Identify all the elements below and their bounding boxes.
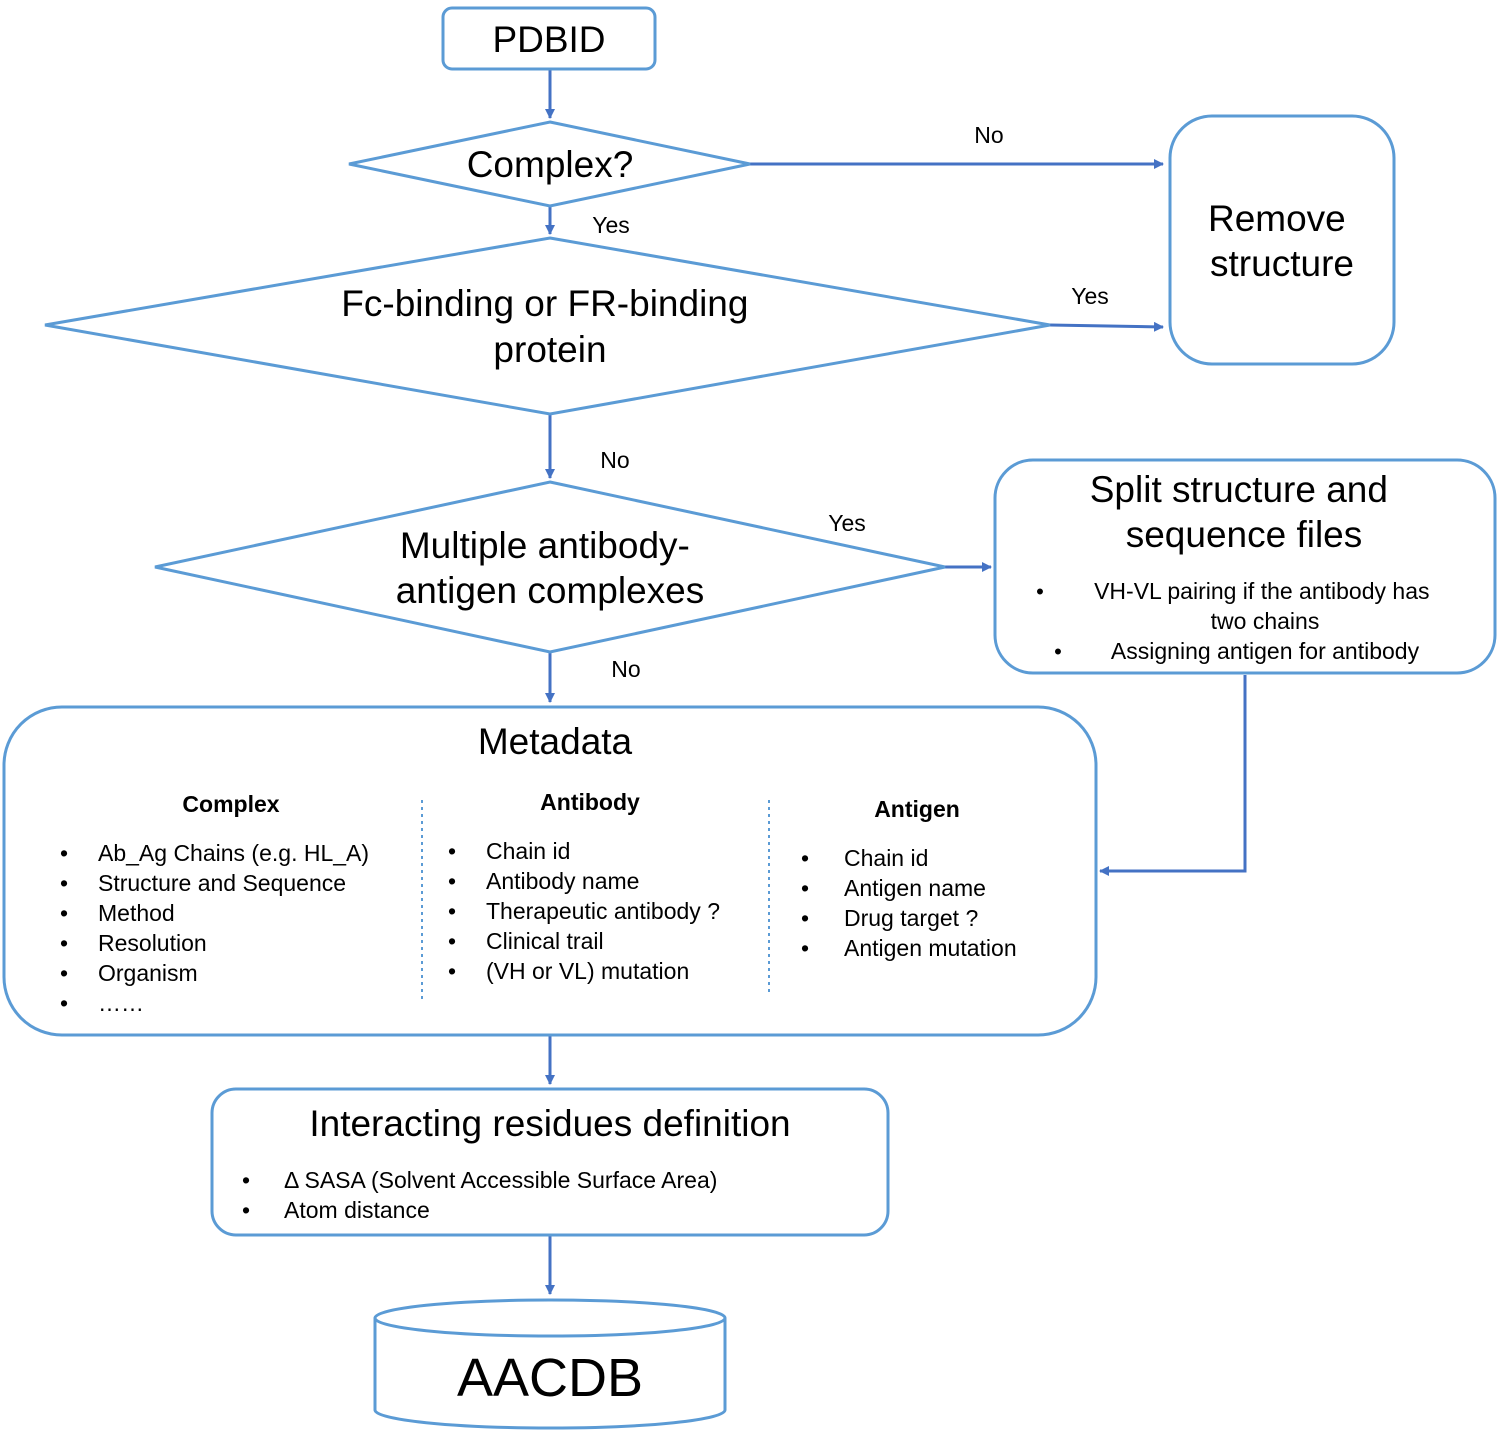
bullet-dot: • [801, 905, 809, 931]
bullet-dot: • [60, 840, 68, 866]
database-node: AACDB [373, 1298, 727, 1430]
complex-decision-node: Complex? [348, 120, 751, 208]
split-bullet-1-text: VH-VL pairing if the antibody has two ch… [1094, 578, 1436, 634]
remove-structure-line-1: Remove [1208, 198, 1346, 239]
bullet-dot: • [448, 838, 456, 864]
metadata-complex-items: • Ab_Ag Chains (e.g. HL_A) • Structure a… [60, 840, 369, 1016]
database-cylinder-body [373, 1318, 727, 1430]
fc-binding-decision-diamond [44, 236, 1051, 416]
metadata-column-antigen: Antigen • Chain id • Antigen name • Drug… [801, 796, 1017, 961]
edge-label-fc-no: No [600, 447, 629, 473]
list-item: Antigen name [844, 875, 986, 901]
complex-decision-label: Complex? [467, 144, 634, 185]
edge-labels: No Yes Yes No Yes No [592, 122, 1109, 682]
fc-binding-decision-line-1: Fc-binding or FR-binding [341, 283, 748, 324]
bullet-dot: • [60, 960, 68, 986]
edge-label-fc-yes: Yes [1071, 283, 1109, 309]
bullet-dot: • [60, 900, 68, 926]
bullet-dot: • [801, 935, 809, 961]
list-item: Clinical trail [486, 928, 604, 954]
split-bullet-1-line-2: two chains [1211, 608, 1320, 634]
interacting-residues-box [210, 1087, 890, 1237]
list-item: Δ SASA (Solvent Accessible Surface Area) [284, 1167, 717, 1193]
fc-binding-decision-line-2: protein [493, 329, 606, 370]
pdbid-node: PDBID [441, 6, 657, 71]
multiple-complexes-decision-node: Multiple antibody- antigen complexes [154, 480, 946, 654]
arrow-split-to-metadata [1099, 675, 1247, 876]
list-item: Atom distance [284, 1197, 430, 1223]
fc-binding-decision-label: Fc-binding or FR-binding protein [341, 283, 758, 370]
metadata-node: Metadata Complex • Ab_Ag Chains (e.g. HL… [2, 705, 1098, 1037]
bullet-dot: • [448, 898, 456, 924]
remove-structure-line-2: structure [1210, 243, 1354, 284]
list-item: Antibody name [486, 868, 639, 894]
bullet-dot: • [448, 868, 456, 894]
remove-structure-box [1168, 114, 1396, 366]
multiple-complexes-decision-label: Multiple antibody- antigen complexes [396, 525, 705, 611]
split-structure-title-line-1: Split structure and [1090, 469, 1388, 510]
bullet-dot: • [801, 845, 809, 871]
split-structure-title-line-2: sequence files [1126, 514, 1363, 555]
list-item: Resolution [98, 930, 207, 956]
split-bullet-1-dot: • [1036, 579, 1044, 604]
metadata-antibody-items: • Chain id • Antibody name • Therapeutic… [448, 838, 720, 984]
bullet-dot: • [801, 875, 809, 901]
bullet-dot: • [60, 870, 68, 896]
interacting-residues-node: Interacting residues definition • Δ SASA… [210, 1087, 890, 1237]
split-structure-node: Split structure and sequence files • VH-… [993, 458, 1497, 675]
list-item: Ab_Ag Chains (e.g. HL_A) [98, 840, 369, 866]
bullet-dot: • [60, 930, 68, 956]
list-item: Structure and Sequence [98, 870, 346, 896]
fc-binding-decision-node: Fc-binding or FR-binding protein [44, 236, 1051, 416]
edge-label-multiple-no: No [611, 656, 640, 682]
interacting-residues-items: • Δ SASA (Solvent Accessible Surface Are… [242, 1167, 717, 1223]
split-structure-box [993, 458, 1497, 675]
connectors [545, 70, 1247, 1295]
list-item: Method [98, 900, 175, 926]
list-item: Therapeutic antibody ? [486, 898, 720, 924]
metadata-antigen-items: • Chain id • Antigen name • Drug target … [801, 845, 1017, 961]
metadata-column-complex: Complex • Ab_Ag Chains (e.g. HL_A) • Str… [60, 791, 369, 1016]
list-item: (VH or VL) mutation [486, 958, 689, 984]
list-item: Antigen mutation [844, 935, 1017, 961]
edge-label-complex-yes: Yes [592, 212, 630, 238]
split-bullet-2-dot: • [1054, 639, 1062, 664]
metadata-column-antigen-heading: Antigen [874, 796, 960, 822]
bullet-dot: • [448, 958, 456, 984]
list-item: …… [98, 990, 144, 1016]
multiple-complexes-line-1: Multiple antibody- [400, 525, 690, 566]
list-item: Chain id [844, 845, 928, 871]
bullet-dot: • [448, 928, 456, 954]
multiple-complexes-decision-diamond [154, 480, 946, 654]
metadata-box [2, 705, 1098, 1037]
list-item: Chain id [486, 838, 570, 864]
pdbid-box [441, 6, 657, 71]
interacting-residues-title: Interacting residues definition [309, 1103, 790, 1144]
multiple-complexes-line-2: antigen complexes [396, 570, 705, 611]
metadata-column-antibody-heading: Antibody [540, 789, 640, 815]
list-item: Organism [98, 960, 198, 986]
complex-decision-diamond [348, 120, 751, 208]
metadata-column-antibody: Antibody • Chain id • Antibody name • Th… [448, 789, 720, 984]
split-bullet-1-line-1: VH-VL pairing if the antibody has [1094, 578, 1429, 604]
database-label: AACDB [457, 1348, 643, 1408]
remove-structure-node: Remove structure [1168, 114, 1396, 366]
arrow-fc-yes-to-remove [1049, 321, 1164, 332]
metadata-title: Metadata [478, 721, 633, 762]
bullet-dot: • [242, 1167, 250, 1193]
list-item: Drug target ? [844, 905, 978, 931]
bullet-dot: • [60, 990, 68, 1016]
split-structure-title: Split structure and sequence files [1090, 469, 1399, 555]
metadata-column-complex-heading: Complex [182, 791, 279, 817]
remove-structure-label: Remove structure [1208, 198, 1356, 284]
split-bullet-2-text: Assigning antigen for antibody [1111, 638, 1420, 664]
pdbid-label: PDBID [492, 19, 605, 60]
database-cylinder-top [373, 1298, 727, 1338]
edge-label-multiple-yes: Yes [828, 510, 866, 536]
edge-label-complex-no: No [974, 122, 1003, 148]
bullet-dot: • [242, 1197, 250, 1223]
